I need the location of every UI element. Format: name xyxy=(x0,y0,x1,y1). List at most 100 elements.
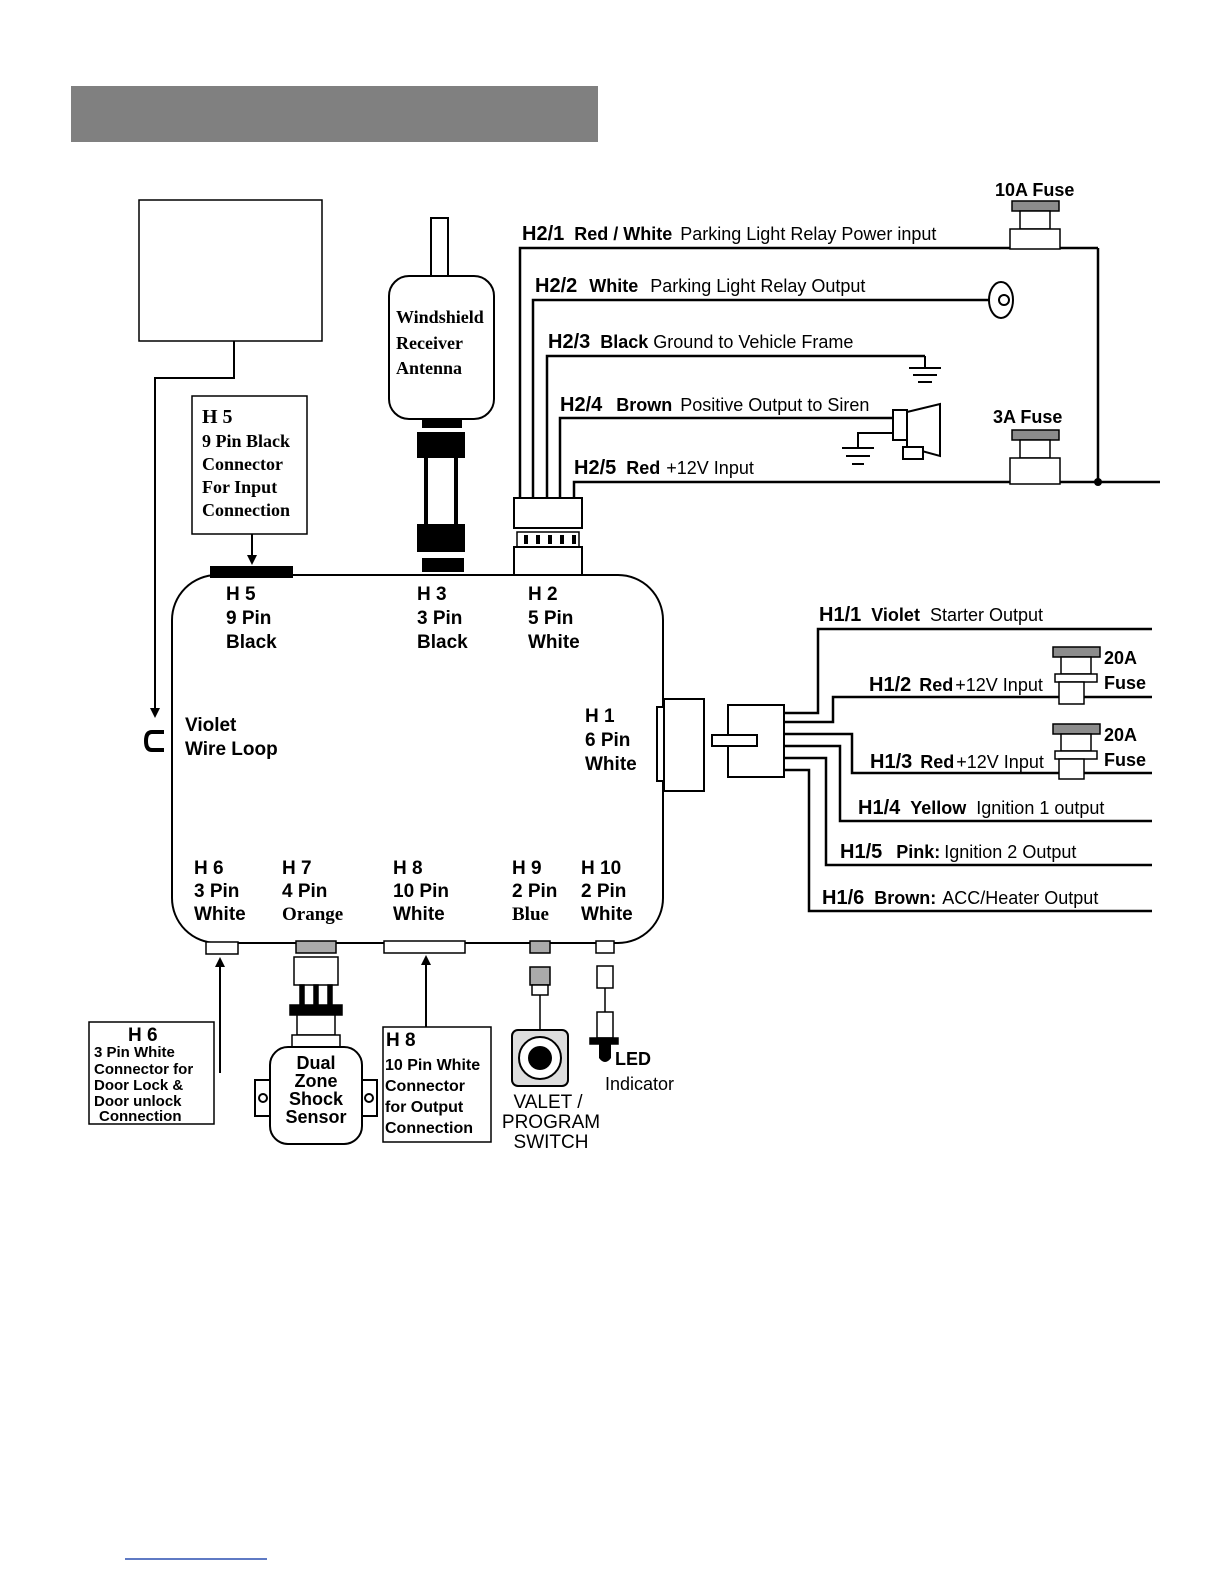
fuse-20a-bottom-icon xyxy=(1052,723,1101,780)
antenna-icon xyxy=(388,217,495,572)
valet-switch-connector-icon xyxy=(529,940,551,1030)
fuse-20a-top-word: Fuse xyxy=(1104,673,1146,693)
port-h9-line2: 2 Pin xyxy=(512,881,557,902)
h8-note-line2: 10 Pin White xyxy=(385,1057,480,1074)
h6-note-box xyxy=(88,1021,215,1125)
port-h6-line2: 3 Pin xyxy=(194,881,239,902)
violet-loop-line1: Violet xyxy=(185,715,237,736)
siren-icon xyxy=(842,402,941,465)
port-h7-line3: Orange xyxy=(282,904,343,925)
h5-note-box xyxy=(191,395,308,535)
h5-header-strip xyxy=(210,566,293,578)
h8-note-box xyxy=(382,1026,492,1143)
led-label-line2: Indicator xyxy=(605,1074,674,1094)
antenna-label-line1: Windshield xyxy=(396,307,484,327)
fuse-20a-bottom-amp: 20A xyxy=(1104,725,1137,745)
port-h8-line3: White xyxy=(393,904,445,925)
h8-note-line5: Connection xyxy=(385,1120,473,1137)
port-h1-line2: 6 Pin xyxy=(585,730,630,751)
valet-switch-icon xyxy=(511,1029,569,1087)
port-h10-line3: White xyxy=(581,904,633,925)
port-h7-line2: 4 Pin xyxy=(282,881,327,902)
shock-sensor-line1: Dual xyxy=(296,1053,335,1073)
port-h2-line2: 5 Pin xyxy=(528,608,573,629)
port-h10-line1: H 10 xyxy=(581,858,621,879)
led-label-line1: LED xyxy=(615,1049,651,1069)
antenna-label-line3: Antenna xyxy=(396,358,462,378)
port-h6-line3: White xyxy=(194,904,246,925)
ground-icon xyxy=(909,356,941,383)
port-h1-line1: H 1 xyxy=(585,706,615,727)
h2-wire-bundle xyxy=(518,246,1160,498)
port-h3-line2: 3 Pin xyxy=(417,608,462,629)
shock-sensor-line3: Shock xyxy=(289,1089,344,1109)
h5-note-line1: H 5 xyxy=(202,406,233,428)
antenna-label-line2: Receiver xyxy=(396,333,463,353)
shock-sensor-line2: Zone xyxy=(295,1071,338,1091)
blank-remote-box xyxy=(138,199,323,342)
port-h7-line1: H 7 xyxy=(282,858,312,879)
shock-sensor-line4: Sensor xyxy=(285,1107,346,1127)
h2-connector-icon xyxy=(513,497,583,576)
h5-note-line4: For Input xyxy=(202,477,277,497)
port-h8-line2: 10 Pin xyxy=(393,881,449,902)
port-h6-line1: H 6 xyxy=(194,858,224,879)
fuse-10a-icon xyxy=(1009,200,1061,250)
h6-note-line2: 3 Pin White xyxy=(94,1044,175,1061)
led-indicator-icon xyxy=(599,1044,611,1062)
fuse-3a-label: 3A Fuse xyxy=(993,407,1062,427)
valet-switch-line3: SWITCH xyxy=(514,1132,589,1153)
port-h3-line3: Black xyxy=(417,632,468,653)
junction-dot xyxy=(1094,478,1102,486)
h6-note-line5: Door unlock xyxy=(94,1093,182,1110)
port-h8-line1: H 8 xyxy=(393,858,423,879)
fuse-20a-top-amp: 20A xyxy=(1104,648,1137,668)
port-h10-line2: 2 Pin xyxy=(581,881,626,902)
h5-note-line3: Connector xyxy=(202,454,283,474)
violet-wire-loop-icon xyxy=(143,730,164,752)
port-h9-line3: Blue xyxy=(512,904,549,925)
h6-note-line4: Door Lock & xyxy=(94,1077,183,1094)
fuse-20a-bottom-word: Fuse xyxy=(1104,750,1146,770)
fuse-20a-top-icon xyxy=(1052,646,1101,705)
port-h5-line1: H 5 xyxy=(226,584,256,605)
port-h3-line1: H 3 xyxy=(417,584,447,605)
port-h9-line1: H 9 xyxy=(512,858,542,879)
h8-connector-icon xyxy=(383,940,466,954)
h1-connector-icon xyxy=(656,698,785,792)
h8-note-line1: H 8 xyxy=(386,1030,416,1051)
port-h1-line3: White xyxy=(585,754,637,775)
violet-loop-line2: Wire Loop xyxy=(185,739,278,760)
violet-wire-path xyxy=(150,341,235,718)
h6-note-line1: H 6 xyxy=(128,1025,158,1046)
h5-note-line5: Connection xyxy=(202,500,290,520)
h6-note-line6: Connection xyxy=(99,1108,182,1125)
h5-note-line2: 9 Pin Black xyxy=(202,431,290,451)
h8-note-line4: for Output xyxy=(385,1099,464,1116)
h7-connector-icon xyxy=(289,940,343,1048)
port-h2-line3: White xyxy=(528,632,580,653)
valet-switch-line2: PROGRAM xyxy=(502,1112,600,1133)
h8-note-line3: Connector xyxy=(385,1078,465,1095)
h1-wire-bundle xyxy=(784,627,1152,913)
fuse-10a-label: 10A Fuse xyxy=(995,180,1074,200)
port-h2-line1: H 2 xyxy=(528,584,558,605)
led-connector-icon xyxy=(589,940,619,1045)
header-bar xyxy=(71,86,598,142)
light-bulb-icon xyxy=(988,281,1014,319)
shock-sensor-icon xyxy=(254,1046,378,1145)
port-h5-line2: 9 Pin xyxy=(226,608,271,629)
h6-note-line3: Connector for xyxy=(94,1061,193,1078)
